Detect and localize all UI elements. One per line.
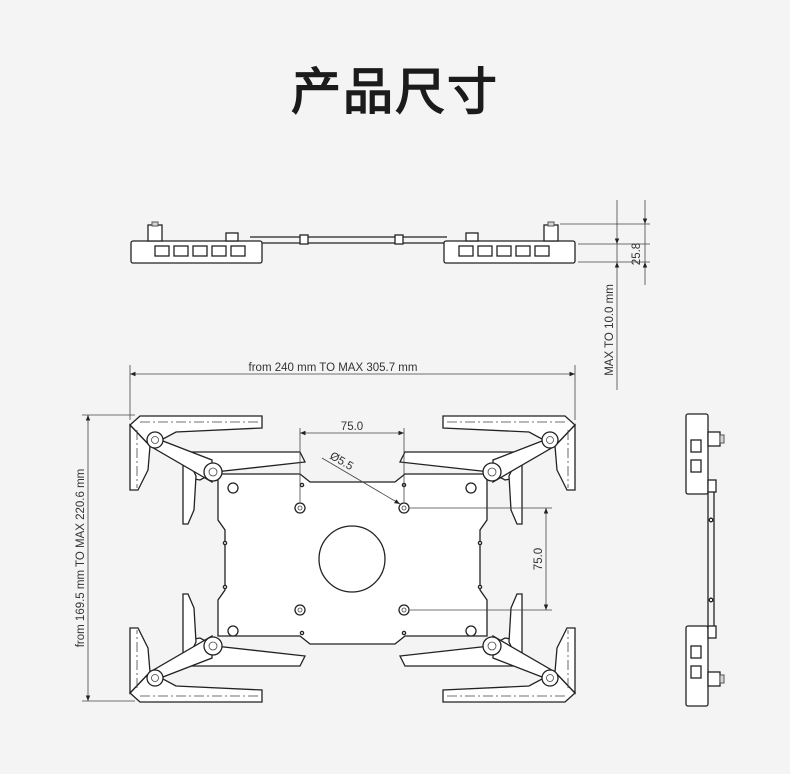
width-range-label: from 240 mm TO MAX 305.7 mm	[249, 362, 418, 374]
hole-spacing-v-label: 75.0	[533, 548, 545, 570]
hole-spacing-h-label: 75.0	[341, 421, 363, 433]
side-profile-view	[685, 413, 725, 707]
side-height-label: 25.8	[631, 243, 643, 265]
bracket-front-view	[129, 415, 576, 703]
page-title: 产品尺寸	[291, 63, 499, 121]
min-height-label: MAX TO 10.0 mm	[604, 284, 616, 376]
height-range-label: from 169.5 mm TO MAX 220.6 mm	[75, 469, 87, 648]
top-profile-view	[130, 200, 650, 390]
